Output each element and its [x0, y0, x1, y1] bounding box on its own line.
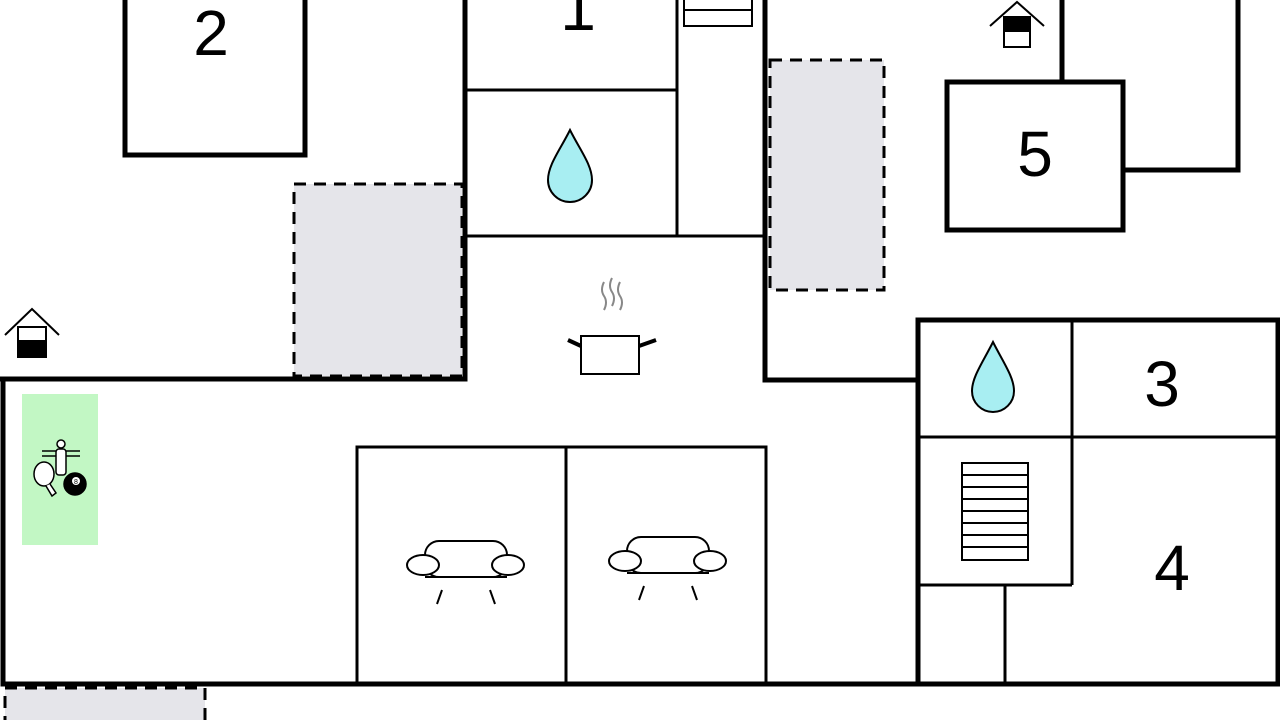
- terrace-left: [292, 182, 464, 378]
- water-drop-icon: [546, 127, 594, 203]
- room-label-2: 2: [193, 0, 229, 69]
- walls: [0, 0, 1280, 687]
- entrance-house-icon: [4, 307, 60, 358]
- stairs-icon: [683, 0, 753, 27]
- water-drop-icon: [970, 339, 1016, 413]
- billiard-ball-number: 8: [74, 479, 78, 486]
- entrance-house-icon: [989, 0, 1045, 48]
- stairs-icon: [961, 462, 1029, 561]
- room-label-5: 5: [1017, 118, 1053, 190]
- kitchen-pot-icon: [567, 277, 657, 375]
- room-label-4: 4: [1154, 532, 1190, 604]
- terrace-center: [768, 58, 886, 292]
- room-label-1: 1: [560, 0, 596, 44]
- games-icon: 8: [33, 439, 87, 498]
- room-label-3: 3: [1144, 348, 1180, 420]
- sofa-icon: [608, 536, 727, 601]
- sofa-icon: [406, 540, 525, 605]
- terrace-bottom: [3, 686, 207, 720]
